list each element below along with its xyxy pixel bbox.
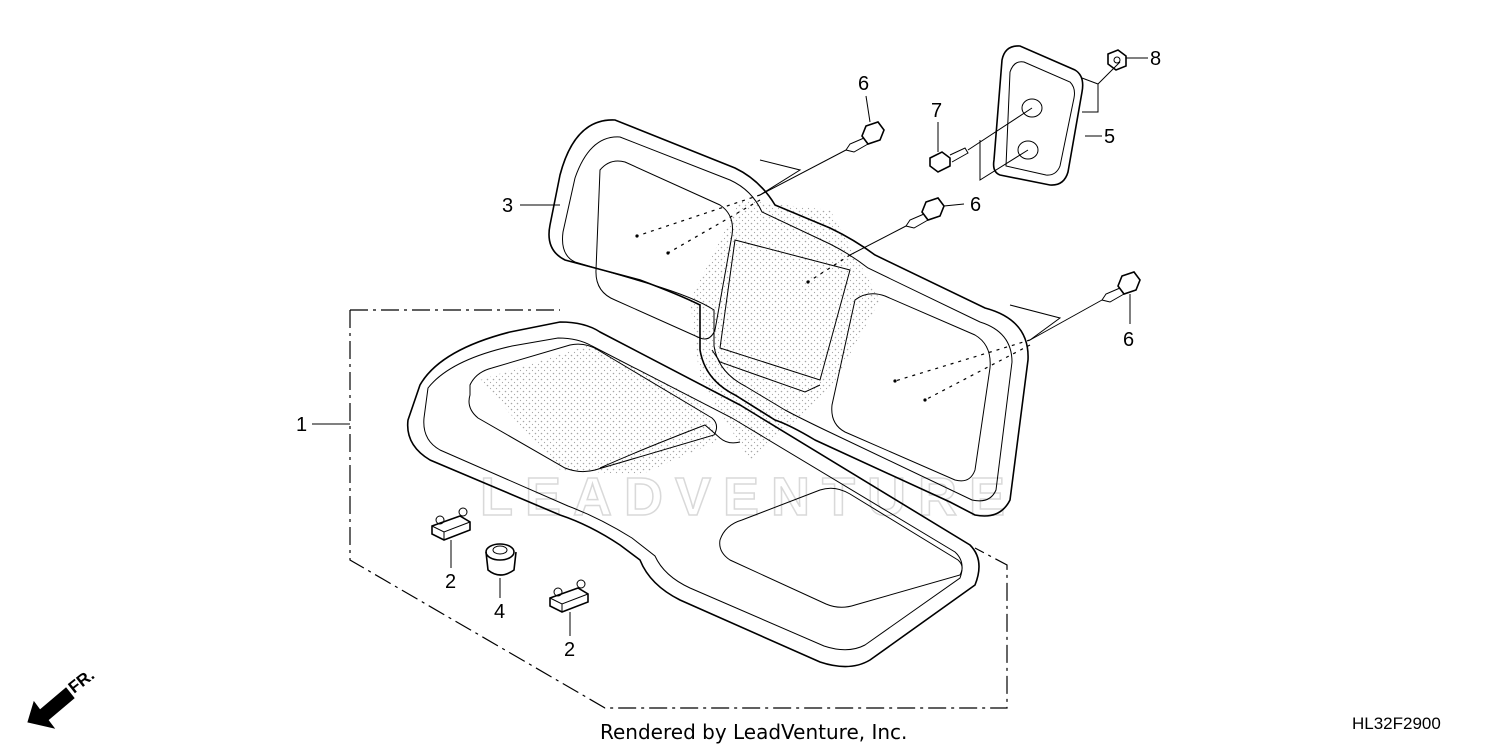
front-direction-indicator: FR. <box>27 665 98 729</box>
clip-part-2-right[interactable] <box>549 579 589 613</box>
seat-cushion-assembly[interactable] <box>406 321 980 668</box>
screw-part-6-right[interactable] <box>1101 271 1141 303</box>
clip-part-2-left[interactable] <box>431 507 471 541</box>
bolt-part-7[interactable] <box>929 147 969 173</box>
diagram-code: HL32F2900 <box>1352 714 1441 733</box>
pad-part-5[interactable] <box>992 45 1084 186</box>
callout-2-left[interactable]: 2 <box>445 571 456 593</box>
front-arrow-icon <box>27 687 75 729</box>
callout-labels: 1 2 2 3 4 5 6 6 6 7 8 <box>296 48 1161 661</box>
nut-part-8[interactable] <box>1107 49 1127 71</box>
callout-3[interactable]: 3 <box>502 195 513 217</box>
assembly-lines <box>636 107 1103 401</box>
seat-back-assembly[interactable] <box>548 119 1029 517</box>
callout-6-right[interactable]: 6 <box>1123 329 1134 351</box>
screw-part-6-middle[interactable] <box>905 197 945 229</box>
screw-part-6-top[interactable] <box>845 121 885 153</box>
render-credit: Rendered by LeadVenture, Inc. <box>600 720 907 744</box>
callout-2-right[interactable]: 2 <box>564 639 575 661</box>
callout-5[interactable]: 5 <box>1104 126 1115 148</box>
grommet-part-4[interactable] <box>485 543 517 576</box>
callout-7[interactable]: 7 <box>931 100 942 122</box>
assembly-frame <box>349 309 1008 709</box>
callout-6-middle[interactable]: 6 <box>970 194 981 216</box>
callout-1[interactable]: 1 <box>296 414 307 436</box>
leader-lines <box>312 57 1148 636</box>
callout-6-top[interactable]: 6 <box>858 73 869 95</box>
callout-8[interactable]: 8 <box>1150 48 1161 70</box>
callout-4[interactable]: 4 <box>494 601 505 623</box>
